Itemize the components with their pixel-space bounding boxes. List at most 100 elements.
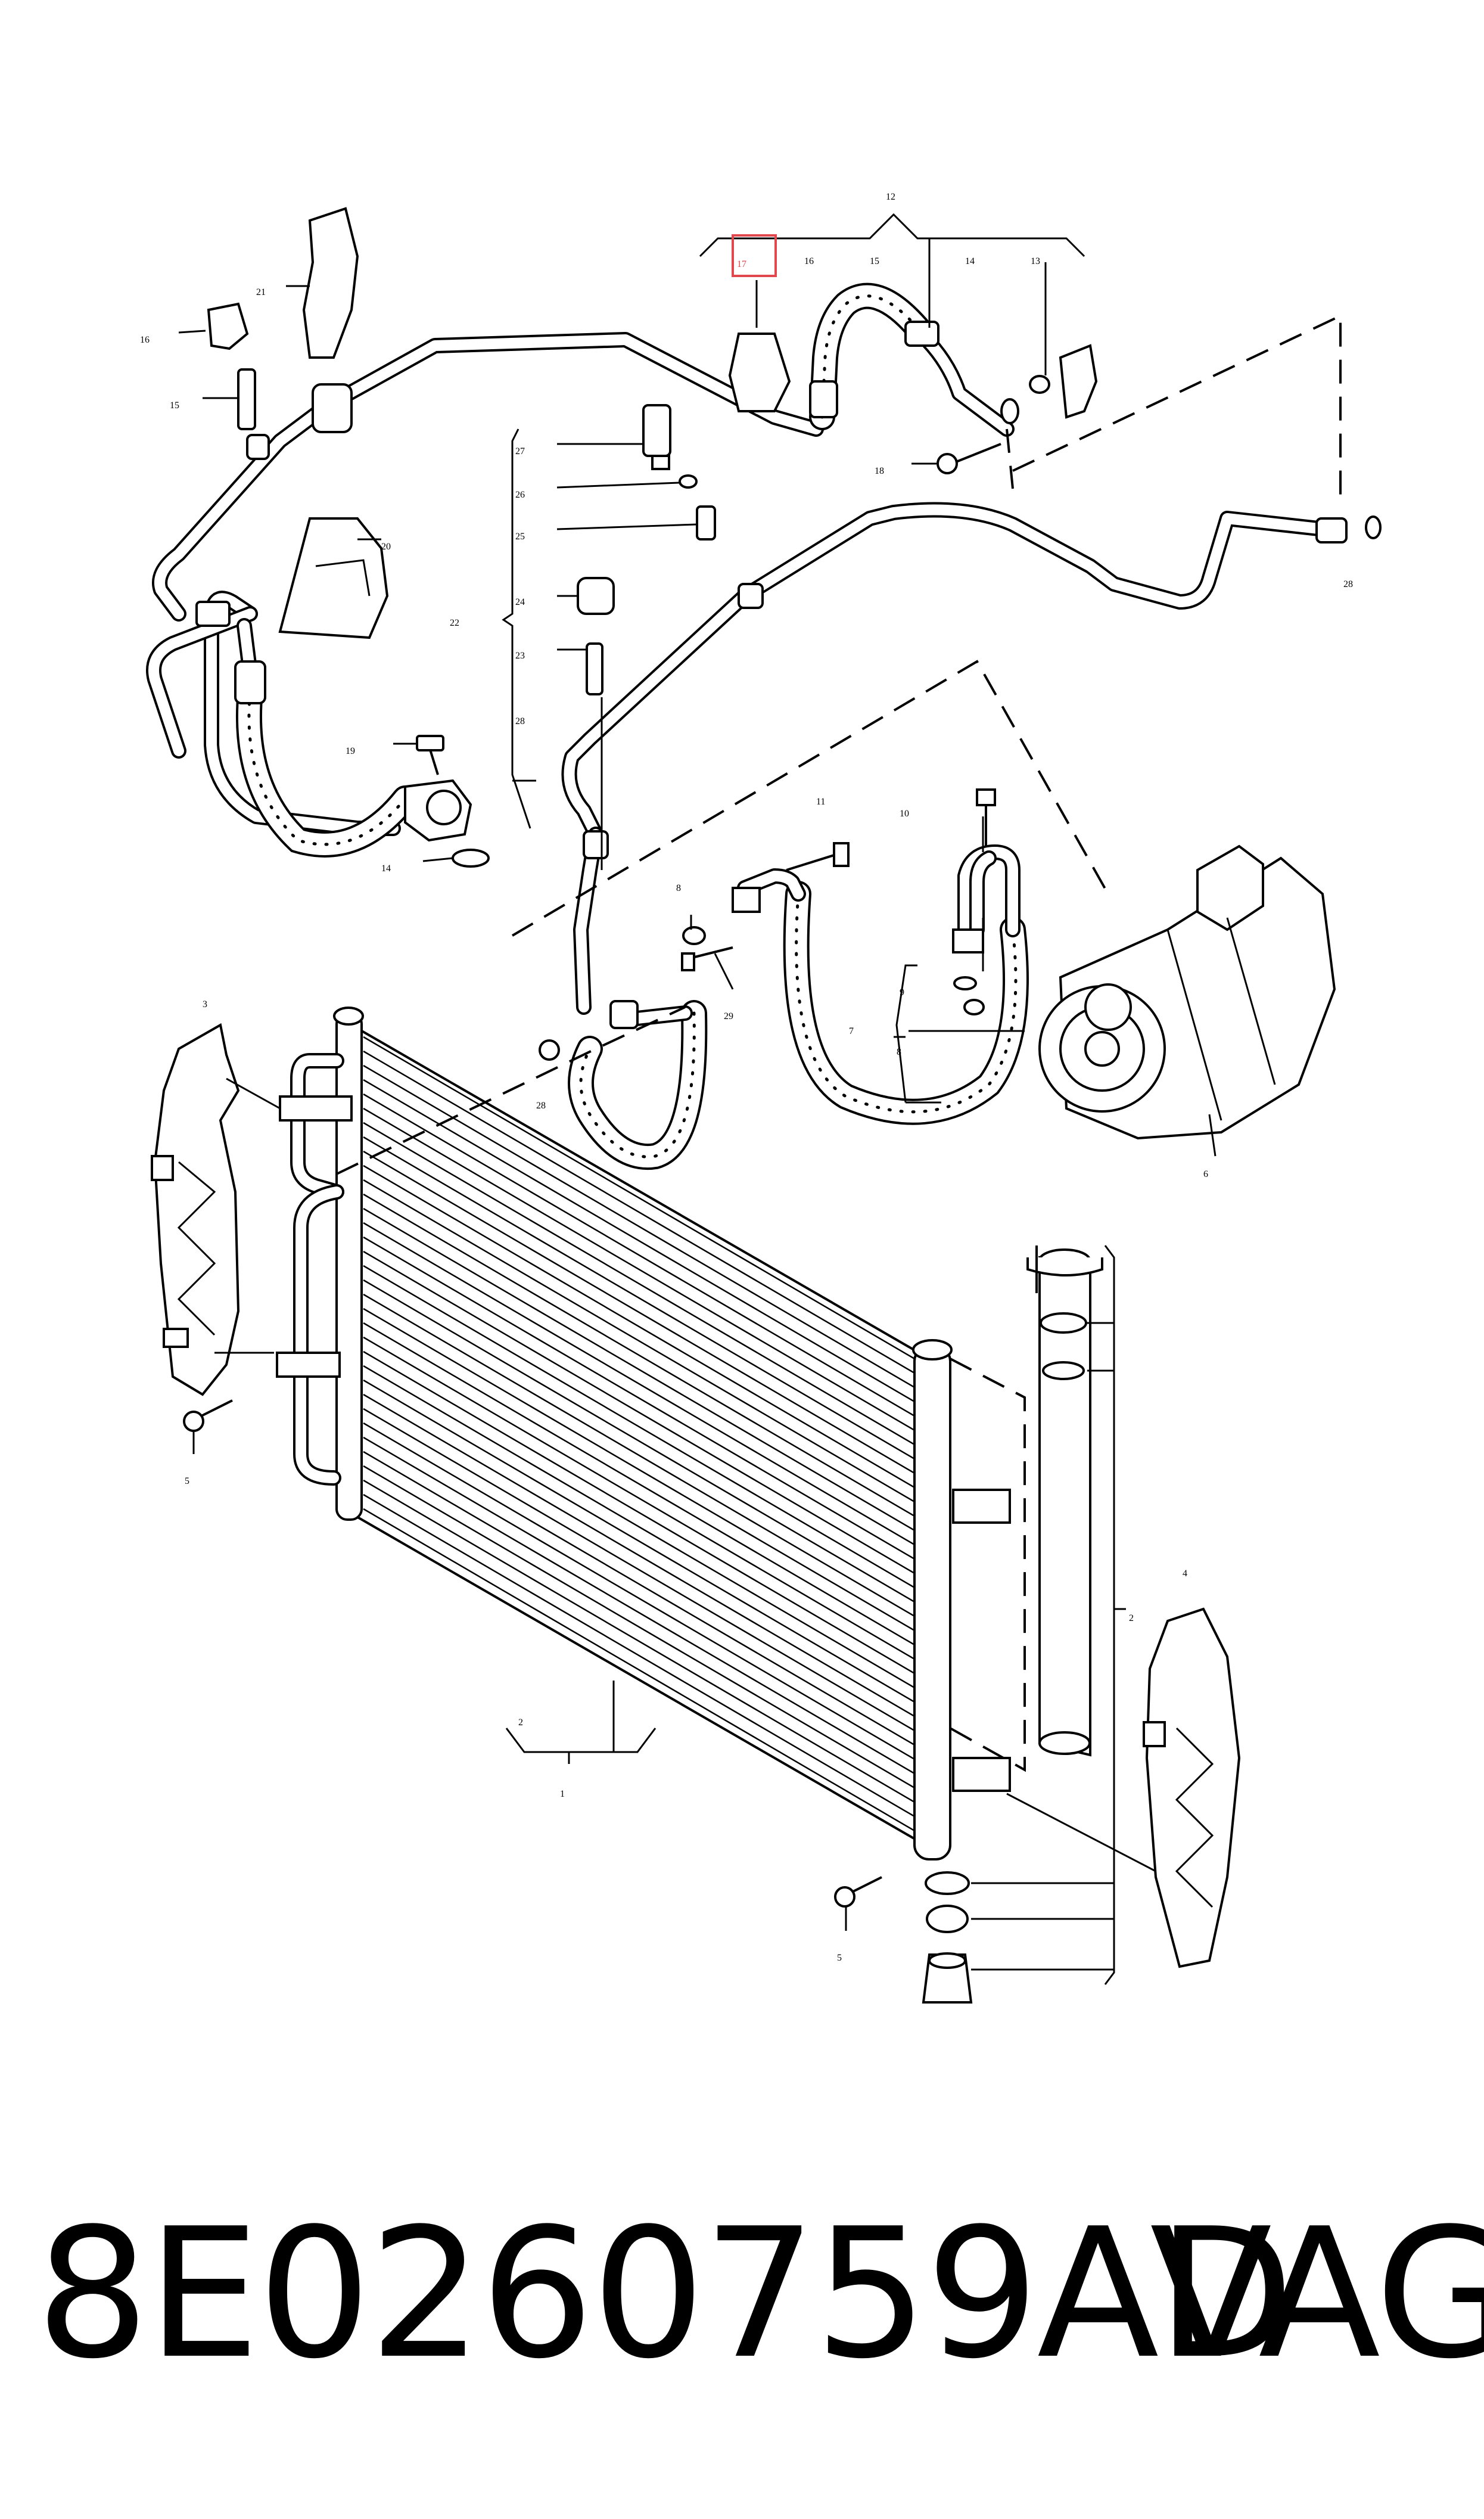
callout-29: 29	[724, 1011, 733, 1021]
receiver-drier	[1026, 1245, 1103, 1757]
condenser-fin	[363, 1265, 915, 1589]
condenser-fin	[363, 1122, 915, 1446]
bolt-11	[786, 842, 850, 871]
condenser-fin	[363, 1293, 915, 1617]
brand-name: VAG	[1150, 2190, 1484, 2398]
callout-22: 22	[450, 618, 459, 628]
condenser-fin	[363, 1036, 915, 1360]
callout-4: 4	[1183, 1568, 1187, 1579]
bracket-right	[1143, 1607, 1241, 1968]
pipe-high-pressure	[561, 502, 1382, 1015]
drier-dashed-outline	[950, 1245, 1126, 1985]
bolt-right	[834, 1876, 882, 1908]
callout-23: 23	[515, 651, 525, 661]
condenser-fin	[363, 1136, 915, 1460]
callout-28-lower: 28	[536, 1101, 546, 1111]
pipe-upper-run	[152, 332, 824, 704]
callout-28-mid: 28	[515, 716, 525, 726]
compressor	[1038, 844, 1336, 1140]
condenser-fin	[363, 1193, 915, 1517]
condenser-fin	[363, 1379, 915, 1703]
callout-26: 26	[515, 490, 525, 500]
condenser-fin	[363, 1164, 915, 1489]
condenser-fin	[363, 1408, 915, 1732]
callout-3: 3	[203, 999, 207, 1010]
callout-2-right: 2	[1129, 1613, 1134, 1623]
callout-14-top: 14	[965, 256, 975, 266]
callout-17: 17	[737, 259, 746, 269]
condenser-fin	[363, 1422, 915, 1746]
callout-10: 10	[900, 809, 909, 819]
callout-16-top: 16	[804, 256, 814, 266]
callout-8-left: 8	[676, 883, 681, 893]
condenser-fin	[363, 1508, 915, 1832]
condenser-fin	[363, 1393, 915, 1717]
condenser-fin	[363, 1450, 915, 1775]
bolt-18	[937, 443, 1001, 474]
part-number: 8E0260759AD	[36, 2190, 1295, 2398]
callout-14-left: 14	[381, 864, 391, 874]
bolt-29	[681, 946, 733, 971]
callout-6: 6	[1203, 1169, 1208, 1179]
callout-13: 13	[1031, 256, 1040, 266]
callout-18: 18	[875, 466, 884, 476]
drier-seals-plug	[922, 1871, 1114, 2004]
fitting-19	[404, 779, 490, 868]
condenser-fin	[363, 1107, 915, 1431]
callout-11: 11	[816, 797, 825, 807]
condenser-fin	[363, 1350, 915, 1675]
callout-28-right: 28	[1343, 579, 1353, 589]
dashed-guides	[336, 313, 1342, 1175]
condenser-inlet-pipe	[276, 1053, 353, 1486]
callout-1: 1	[560, 1789, 565, 1799]
condenser-fin	[363, 1365, 915, 1689]
condenser-fin	[363, 1493, 915, 1818]
condenser-fin	[363, 1079, 915, 1403]
condenser-fin	[363, 1479, 915, 1803]
callout-19: 19	[346, 746, 355, 756]
bolt-left	[183, 1399, 233, 1432]
condenser-fin	[363, 1207, 915, 1532]
callout-12: 12	[886, 192, 895, 202]
condenser-fin	[363, 1093, 915, 1417]
callout-24: 24	[515, 597, 525, 607]
bracket-left	[151, 1023, 240, 1396]
callout-21: 21	[256, 287, 266, 297]
callout-2-lower: 2	[518, 1717, 523, 1728]
condenser-fin	[363, 1150, 915, 1474]
condenser-fin	[363, 1307, 915, 1632]
callout-25: 25	[515, 532, 525, 542]
condenser-fin	[363, 1465, 915, 1789]
clip-17	[728, 333, 791, 412]
condenser-fin	[363, 1236, 915, 1560]
pipe-upper-left	[146, 591, 401, 836]
callout-7: 7	[849, 1026, 854, 1036]
condenser-fin	[363, 1279, 915, 1603]
callout-16-left: 16	[140, 335, 150, 345]
hose-12	[809, 282, 1098, 437]
clip-21	[302, 207, 359, 359]
condenser-fin	[363, 1322, 915, 1646]
valve-15	[237, 368, 270, 460]
ac-system-exploded-diagram	[146, 207, 1382, 2004]
callout-9: 9	[900, 987, 904, 998]
condenser-fin	[363, 1064, 915, 1389]
condenser-fin	[363, 1050, 915, 1374]
condenser-fin	[363, 1250, 915, 1574]
callout-layer: 12 17 16 15 14 13 21 16 15 20 19 14 27 2…	[140, 192, 1353, 1963]
callout-8-right: 8	[897, 1047, 901, 1057]
callout-27: 27	[515, 446, 525, 456]
callout-17-highlight	[732, 234, 777, 277]
callout-5-right: 5	[837, 1953, 842, 1963]
clip-20	[278, 517, 389, 639]
hose-upper-left	[235, 678, 418, 858]
condenser-fin	[363, 1336, 915, 1660]
callout-20: 20	[381, 542, 391, 552]
callout-15-top: 15	[870, 256, 879, 266]
hose-compressor-suction	[732, 844, 1029, 1125]
cap-16	[207, 302, 249, 350]
condenser-fin	[363, 1222, 915, 1546]
sensor-stack	[577, 404, 716, 695]
condenser	[333, 1007, 953, 1860]
hose-condenser-center	[568, 1000, 708, 1170]
